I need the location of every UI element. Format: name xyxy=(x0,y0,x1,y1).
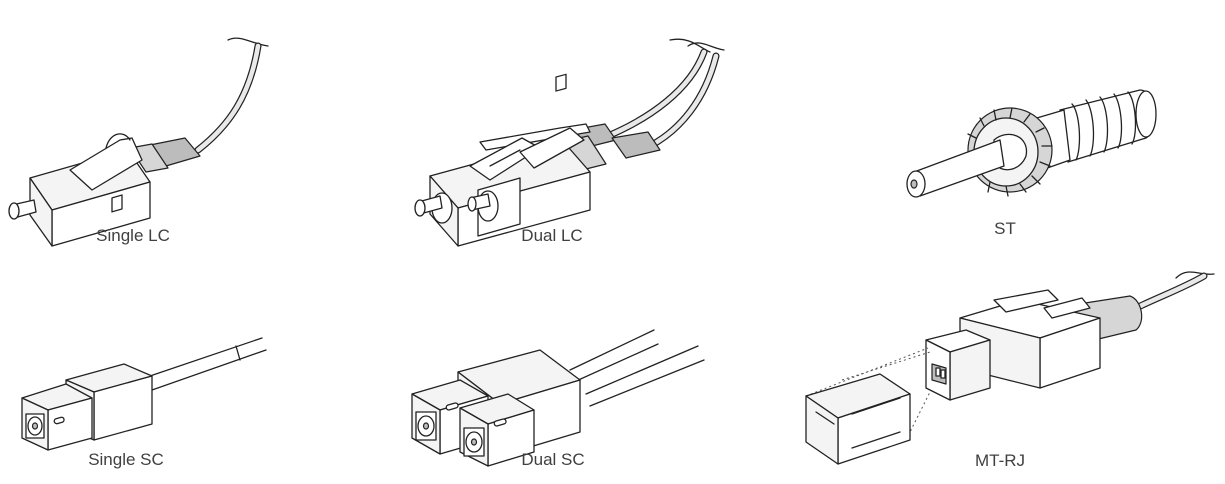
single-lc-connector xyxy=(9,38,268,246)
dual-lc-connector xyxy=(415,39,724,246)
dual-sc-connector xyxy=(412,330,704,466)
single-sc-label: Single SC xyxy=(88,450,164,470)
st-connector xyxy=(907,90,1156,197)
mt-rj-connector xyxy=(806,272,1214,464)
dual-sc-label: Dual SC xyxy=(521,450,584,470)
single-sc-connector xyxy=(22,338,266,450)
dual-lc-label: Dual LC xyxy=(521,226,582,246)
mt-rj-label: MT-RJ xyxy=(975,451,1025,471)
st-label: ST xyxy=(994,219,1016,239)
single-lc-label: Single LC xyxy=(96,226,170,246)
